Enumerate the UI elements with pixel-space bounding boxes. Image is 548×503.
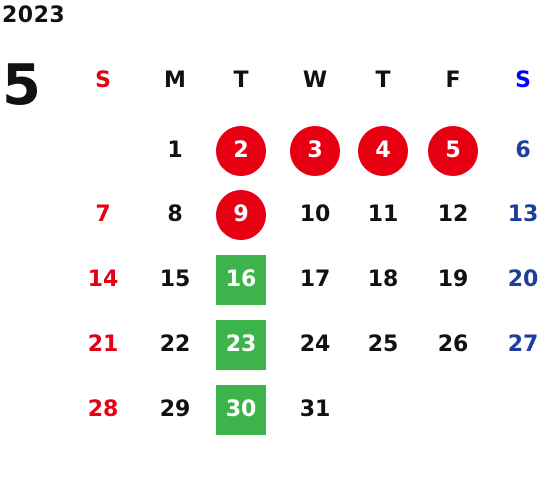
day-cell[interactable]: 18 [348,255,418,305]
weekday-header: S [95,68,111,93]
day-number: 25 [367,332,399,357]
day-cell[interactable]: 15 [140,255,210,305]
day-cell[interactable]: 23 [206,320,276,370]
day-cell[interactable]: 6 [488,126,548,176]
day-cell[interactable]: 16 [206,255,276,305]
day-cell[interactable]: 28 [68,385,138,435]
holiday-circle [428,126,478,176]
day-cell[interactable]: 12 [418,190,488,240]
weekday-header: F [445,68,461,93]
weekday-header: W [302,68,328,93]
day-cell[interactable]: 30 [206,385,276,435]
day-number: 16 [225,267,257,292]
day-number: 2 [233,138,249,163]
month-number: 5 [2,53,41,118]
day-number: 26 [437,332,469,357]
day-number: 23 [225,332,257,357]
day-cell[interactable]: 27 [488,320,548,370]
day-number: 11 [367,202,399,227]
day-number: 17 [299,267,331,292]
day-cell[interactable]: 17 [280,255,350,305]
day-cell[interactable]: 11 [348,190,418,240]
day-cell[interactable]: 25 [348,320,418,370]
day-number: 6 [515,138,531,163]
day-cell[interactable]: 2 [206,126,276,176]
day-number: 30 [225,397,257,422]
day-number: 20 [507,267,539,292]
day-number: 21 [87,332,119,357]
highlight-square [216,320,266,370]
day-cell[interactable]: 5 [418,126,488,176]
day-number: 13 [507,202,539,227]
day-number: 9 [233,202,249,227]
day-cell[interactable]: 20 [488,255,548,305]
day-cell[interactable]: 21 [68,320,138,370]
day-cell[interactable]: 14 [68,255,138,305]
year-label: 2023 [2,3,66,28]
day-cell[interactable]: 7 [68,190,138,240]
day-number: 18 [367,267,399,292]
weekday-header: M [164,68,186,93]
day-cell[interactable]: 22 [140,320,210,370]
weekday-header: S [515,68,531,93]
day-number: 10 [299,202,331,227]
holiday-circle [216,190,266,240]
day-number: 12 [437,202,469,227]
highlight-square [216,255,266,305]
day-cell[interactable]: 13 [488,190,548,240]
holiday-circle [290,126,340,176]
day-number: 19 [437,267,469,292]
day-cell[interactable]: 8 [140,190,210,240]
day-cell[interactable]: 31 [280,385,350,435]
day-number: 4 [375,138,391,163]
day-cell[interactable]: 1 [140,126,210,176]
day-number: 22 [159,332,191,357]
day-number: 15 [159,267,191,292]
day-number: 29 [159,397,191,422]
day-cell[interactable]: 9 [206,190,276,240]
day-cell[interactable]: 4 [348,126,418,176]
day-number: 3 [307,138,323,163]
day-number: 1 [167,138,183,163]
day-number: 27 [507,332,539,357]
day-number: 14 [87,267,119,292]
highlight-square [216,385,266,435]
weekday-header: T [375,68,391,93]
holiday-circle [358,126,408,176]
day-number: 28 [87,397,119,422]
day-cell[interactable]: 29 [140,385,210,435]
day-number: 24 [299,332,331,357]
day-number: 8 [167,202,183,227]
holiday-circle [216,126,266,176]
day-cell[interactable]: 19 [418,255,488,305]
day-number: 7 [95,202,111,227]
day-number: 31 [299,397,331,422]
day-cell[interactable]: 3 [280,126,350,176]
weekday-header: T [233,68,249,93]
day-number: 5 [445,138,461,163]
day-cell[interactable]: 10 [280,190,350,240]
day-cell[interactable]: 26 [418,320,488,370]
day-cell[interactable]: 24 [280,320,350,370]
